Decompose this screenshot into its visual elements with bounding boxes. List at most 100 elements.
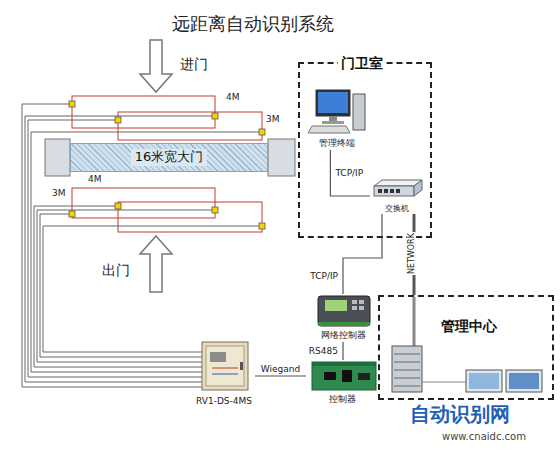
controller-board-icon-part — [358, 373, 370, 380]
node-label: 门卫室 — [338, 54, 386, 72]
computer-icon-part — [318, 92, 348, 113]
switch-icon-part — [378, 189, 382, 193]
reader-cabinet-icon-part — [240, 362, 243, 370]
network-controller-icon-part — [352, 306, 357, 310]
entry-arrow — [140, 40, 172, 92]
entry-arrow-part — [140, 40, 172, 92]
network-controller-icon — [318, 296, 370, 326]
switch-icon-part — [390, 189, 394, 193]
coil-terminal-part — [259, 223, 265, 229]
server-rack-icon-part — [422, 382, 466, 383]
monitor-screen-icon-part — [469, 373, 499, 389]
network-controller-icon-part — [352, 300, 357, 304]
network-cable — [413, 297, 416, 346]
watermark: 自动识别网 — [410, 403, 510, 426]
dimension-label: 4M — [88, 174, 102, 184]
monitor-screen-icon-part — [466, 370, 502, 392]
monitor-screen-icon-part — [509, 373, 539, 389]
node-label: 管理中心 — [438, 317, 500, 335]
network-switch: 交换机 — [370, 178, 424, 214]
coil-terminal-part — [69, 211, 75, 217]
server-rack-icon-part — [394, 386, 420, 387]
reader-cabinet-icon-part — [206, 346, 244, 386]
reader-cabinet: RV1-DS-4MS — [193, 338, 255, 408]
coil-cable-part — [37, 210, 215, 362]
server-rack-icon-part — [394, 362, 420, 363]
dimension-label: 3M — [266, 114, 280, 124]
server-rack-icon-part — [392, 346, 422, 392]
edge-label: TCP/IP — [309, 271, 339, 281]
loop-coil-part — [72, 188, 215, 218]
reader-cabinet-icon-part — [202, 342, 248, 390]
edge-label: RS485 — [308, 346, 339, 356]
network-controller-icon-part — [318, 296, 370, 326]
connector-line — [255, 375, 306, 376]
gate-post-part — [268, 139, 295, 176]
node-label: RV1-DS-4MS — [196, 396, 252, 408]
connector-line — [330, 150, 370, 196]
coil-terminal-part — [212, 113, 218, 119]
controller-board-icon-part — [324, 372, 336, 380]
switch-icon-part — [396, 189, 400, 193]
coil-terminal-part — [69, 101, 75, 107]
node-label: 网络控制器 — [321, 330, 366, 342]
network-controller-icon-part — [325, 300, 347, 311]
coil-terminal-part — [212, 207, 218, 213]
connector-line — [342, 342, 343, 360]
monitor-screen-icon-part — [506, 370, 542, 392]
server-rack-icon-part — [394, 370, 420, 371]
switch-icon — [374, 180, 422, 196]
node-label: 16米宽大门 — [131, 149, 208, 166]
coil-cable-part — [43, 226, 262, 352]
monitor-screen-icon — [466, 370, 542, 392]
controller-board-icon-part — [312, 362, 376, 366]
gate-post-part — [45, 139, 70, 176]
reader-cabinet-icon-part — [212, 374, 238, 375]
node-label: 交换机 — [385, 204, 409, 214]
edge-label: TCP/IP — [334, 168, 364, 178]
computer-icon-part — [353, 94, 365, 130]
dimension-label: 4M — [226, 92, 240, 102]
computer-icon — [308, 90, 365, 133]
entry-label: 进门 — [180, 56, 208, 72]
access-controller: 控制器 — [306, 360, 378, 406]
management-terminal: 管理终端 — [304, 88, 370, 150]
coil-cable-part — [40, 214, 202, 357]
server-rack-icon-part — [394, 378, 420, 379]
dimension-label: 3M — [52, 188, 66, 198]
guard-room-region: 门卫室管理终端交换机 — [298, 62, 432, 238]
controller-board-icon-part — [342, 370, 352, 382]
switch-icon-part — [414, 180, 422, 196]
controller-board-icon — [312, 362, 376, 390]
coil-terminal-part — [259, 129, 265, 135]
edge-label: Wiegand — [260, 364, 301, 374]
network-controller-icon-part — [318, 322, 370, 326]
coil-terminal-part — [115, 117, 121, 123]
network-cable-part — [413, 297, 416, 346]
edge-label: NETWORK — [407, 232, 416, 275]
switch-icon-part — [384, 189, 388, 193]
exit-arrow — [140, 236, 172, 292]
management-center-region: 管理中心 — [378, 295, 554, 400]
computer-icon-part — [329, 116, 337, 121]
exit-label: 出门 — [102, 262, 130, 278]
computer-icon-part — [308, 126, 350, 133]
coil-cable-part — [34, 206, 202, 367]
network-controller-icon-part — [359, 300, 364, 304]
controller-board-icon-part — [312, 362, 376, 390]
network-controller-icon-part — [359, 306, 364, 310]
diagram-title: 远距离自动识别系统 — [172, 14, 334, 35]
reader-cabinet-icon-part — [212, 368, 238, 369]
node-label: 管理终端 — [319, 138, 355, 150]
computer-icon-part — [316, 90, 350, 116]
connector-line — [343, 214, 382, 294]
exit-arrow-part — [140, 236, 172, 292]
watermark-url: www.cnaidc.com — [442, 431, 526, 443]
reader-cabinet-icon-part — [210, 352, 226, 362]
loop-coil-part — [118, 202, 262, 232]
reader-cabinet-icon — [202, 342, 248, 390]
gate-post — [45, 139, 295, 176]
computer-icon-part — [322, 121, 344, 124]
server-rack-icon — [392, 346, 466, 392]
